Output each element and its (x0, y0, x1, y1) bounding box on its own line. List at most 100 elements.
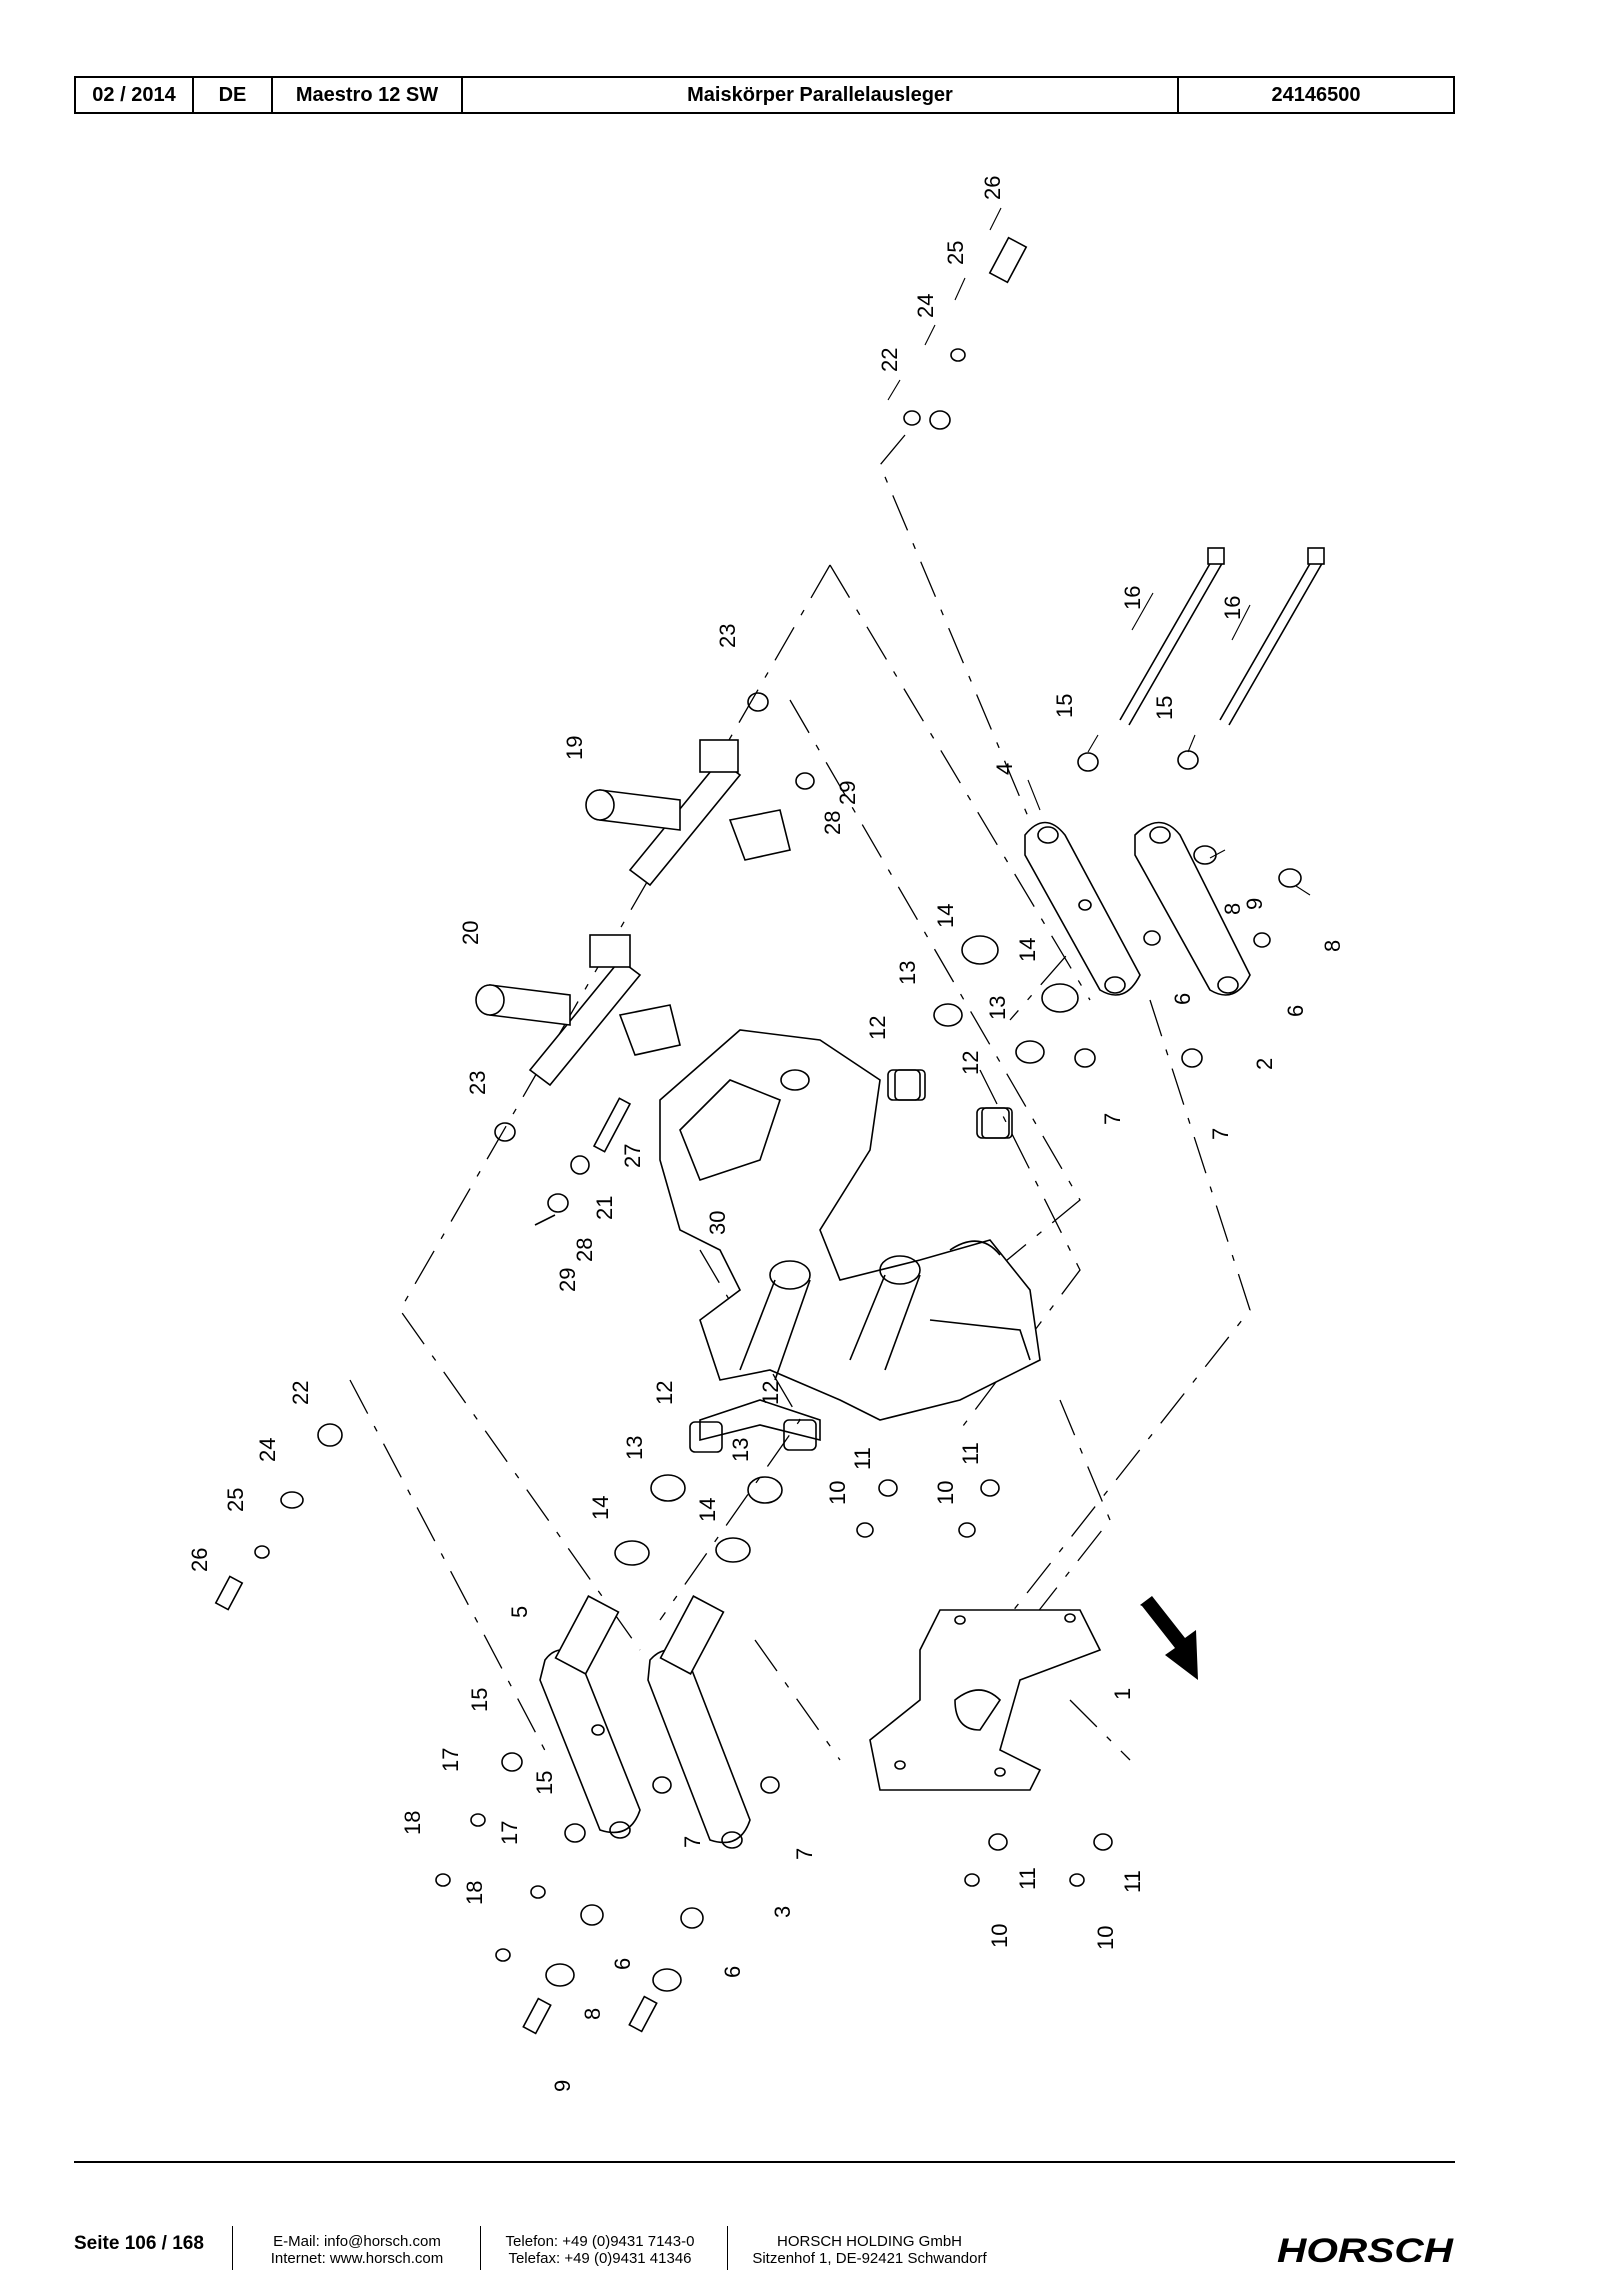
horsch-logo: HORSCH (1277, 2232, 1455, 2270)
callout-19: 19 (562, 736, 587, 760)
callout-22: 22 (877, 348, 902, 372)
leader-lines (887, 207, 1311, 896)
callout-4: 4 (992, 763, 1017, 775)
callout-12-c: 12 (652, 1381, 677, 1405)
callout-15-d: 15 (532, 1771, 557, 1795)
callout-14-b: 14 (1015, 938, 1040, 962)
footer-address: Sitzenhof 1, DE-92421 Schwandorf (752, 2250, 987, 2267)
footer-phone: Telefon: +49 (0)9431 7143-0 (505, 2233, 695, 2250)
callout-17-b: 17 (497, 1821, 522, 1845)
callout-15: 15 (1052, 694, 1077, 718)
header-language: DE (194, 78, 273, 112)
washer-parts-upper-right (894, 236, 1302, 1139)
callout-22-b: 22 (288, 1381, 313, 1405)
callout-11: 11 (850, 1447, 875, 1470)
callout-8-b: 8 (1320, 940, 1345, 952)
mounting-bracket-1 (869, 1609, 1102, 1791)
callout-26-b: 26 (187, 1548, 212, 1572)
footer-email: E-Mail: info@horsch.com (273, 2233, 441, 2250)
bushing-parts-center (614, 1069, 1010, 1566)
callout-20: 20 (458, 921, 483, 945)
callout-12-d: 12 (758, 1381, 783, 1405)
callout-14-d: 14 (695, 1498, 720, 1522)
header-date: 02 / 2014 (76, 78, 194, 112)
footer-fax: Telefax: +49 (0)9431 41346 (508, 2250, 692, 2267)
callout-15-b: 15 (1152, 696, 1177, 720)
long-bolt-16a (1119, 547, 1225, 726)
footer-internet: Internet: www.horsch.com (270, 2250, 444, 2267)
callout-8-c: 8 (580, 2008, 605, 2020)
logo-text: HORSCH (1277, 2232, 1455, 2270)
callout-17: 17 (438, 1748, 463, 1772)
callout-1: 1 (1110, 1688, 1135, 1700)
callout-11-c: 11 (1015, 1867, 1040, 1890)
callout-14: 14 (933, 904, 958, 928)
callout-30: 30 (705, 1211, 730, 1235)
callout-5: 5 (507, 1606, 532, 1618)
callout-18: 18 (400, 1811, 425, 1835)
callout-10-d: 10 (1093, 1926, 1118, 1950)
callout-14-c: 14 (588, 1496, 613, 1520)
callout-29: 29 (835, 781, 860, 805)
callout-7-d: 7 (792, 1848, 817, 1860)
callout-12: 12 (865, 1016, 890, 1040)
callout-11-b: 11 (958, 1442, 983, 1465)
callout-18-b: 18 (462, 1881, 487, 1905)
callout-10: 10 (825, 1481, 850, 1505)
callout-6-d: 6 (720, 1966, 745, 1978)
linkage-arm-5 (539, 1595, 641, 1839)
footer-contact-phone: Telefon: +49 (0)9431 7143-0 Telefax: +49… (505, 2233, 695, 2267)
callout-13-c: 13 (622, 1436, 647, 1460)
long-bolt-16b (1219, 547, 1325, 726)
header-table: 02 / 2014 DE Maestro 12 SW Maiskörper Pa… (74, 76, 1455, 114)
header-title: Maiskörper Parallelausleger (463, 78, 1179, 112)
callout-8: 8 (1220, 903, 1245, 915)
callout-28: 28 (820, 811, 845, 835)
header-part-number: 24146500 (1271, 83, 1361, 106)
footer-contact-web: E-Mail: info@horsch.com Internet: www.ho… (262, 2233, 452, 2267)
cross-beam-20 (475, 934, 681, 1087)
callout-6-b: 6 (1283, 1005, 1308, 1017)
callout-16-b: 16 (1220, 596, 1245, 620)
callout-9-b: 9 (550, 2080, 575, 2092)
footer-company-block: HORSCH HOLDING GmbH Sitzenhof 1, DE-9242… (752, 2233, 987, 2267)
callout-10-c: 10 (987, 1924, 1012, 1948)
callout-11-d: 11 (1120, 1870, 1145, 1893)
callout-numbers: 26 25 24 22 16 16 15 15 4 23 19 20 23 28… (187, 176, 1345, 2092)
callout-27: 27 (620, 1144, 645, 1168)
callout-13-b: 13 (985, 996, 1010, 1020)
linkage-arm-3 (647, 1595, 751, 1849)
callout-13: 13 (895, 961, 920, 985)
callout-25: 25 (943, 241, 968, 265)
direction-arrow (1140, 1596, 1198, 1680)
cross-beam-19 (585, 739, 791, 887)
header-machine: Maestro 12 SW (273, 78, 463, 112)
callout-15-c: 15 (467, 1688, 492, 1712)
callout-2: 2 (1252, 1058, 1277, 1070)
callout-21: 21 (592, 1196, 617, 1220)
callout-6-c: 6 (610, 1958, 635, 1970)
callout-7-b: 7 (1208, 1128, 1233, 1140)
callout-24-b: 24 (255, 1438, 280, 1462)
footer-company: HORSCH HOLDING GmbH (776, 2233, 963, 2250)
linkage-arm-4 (1024, 821, 1141, 996)
callout-23-b: 23 (465, 1071, 490, 1095)
callout-16: 16 (1120, 586, 1145, 610)
callout-13-d: 13 (728, 1438, 753, 1462)
exploded-parts-drawing: 26 25 24 22 16 16 15 15 4 23 19 20 23 28… (187, 176, 1345, 2092)
small-parts-upper-left (494, 692, 815, 1226)
page-number: Seite 106 / 168 (74, 2233, 204, 2254)
callout-12-b: 12 (958, 1051, 983, 1075)
callout-3: 3 (770, 1906, 795, 1918)
footer-rule (74, 2161, 1455, 2163)
callout-26: 26 (980, 176, 1005, 200)
callout-9: 9 (1242, 898, 1267, 910)
callout-10-b: 10 (933, 1481, 958, 1505)
callout-29-b: 29 (555, 1268, 580, 1292)
callout-7: 7 (1100, 1113, 1125, 1125)
footer-separator (480, 2226, 481, 2270)
small-parts-lower-left (214, 1423, 780, 2035)
frame-body (659, 1029, 1041, 1442)
footer-separator (727, 2226, 728, 2270)
linkage-arm-2 (1134, 821, 1251, 996)
